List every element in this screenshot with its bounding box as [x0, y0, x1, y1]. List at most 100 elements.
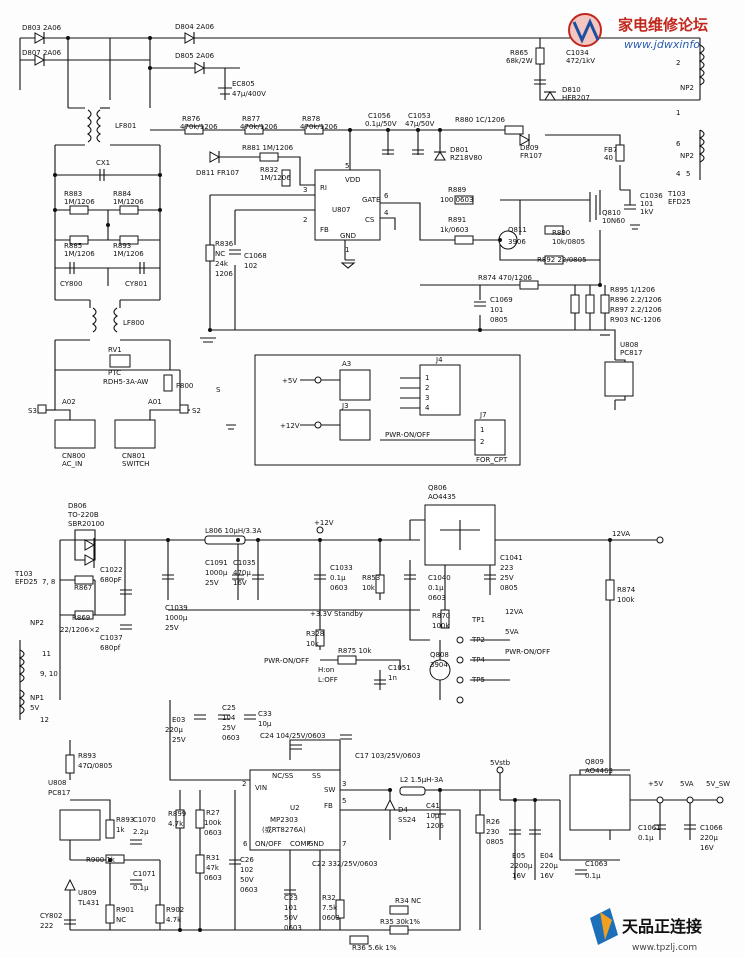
label-bottom-cy802-0: CY802 [40, 912, 62, 920]
label-bottom-u2-onoff: ON/OFF [255, 840, 282, 848]
label-conn-j4_pins-2: 3 [425, 394, 429, 402]
label-bottom-r32-2: 0603 [322, 914, 340, 922]
label-bottom-r893b-1: 1k [116, 826, 125, 834]
label-top-u807-cs: CS [365, 216, 375, 224]
label-top-r895: R895 1/1206 [610, 286, 656, 294]
label-bottom-r32-1: 7.5k [322, 904, 338, 912]
label-top-r903: R903 NC-1206 [610, 316, 661, 324]
label-top-u807-ri: RI [320, 184, 327, 192]
label-bottom-e03-0: E03 [172, 716, 185, 724]
label-bottom-u2-p2: 2 [242, 780, 246, 788]
label-bottom-t103-0: T103 [14, 570, 33, 578]
label-bottom-d4-1: SS24 [398, 816, 416, 824]
label-top-c1036-1: 101 [640, 200, 653, 208]
label-bottom-q808-1: 3904 [430, 661, 448, 669]
label-top-c1069-2: 0805 [490, 316, 508, 324]
label-bottom-u2-gnd: GND [308, 840, 324, 848]
label-top-lf800: LF800 [123, 319, 144, 327]
label-bottom-r26-1: 230 [486, 828, 499, 836]
label-top-r876-1: 470k/1206 [180, 123, 218, 131]
label-top-rv1-1: PTC [108, 369, 121, 377]
label-top-u807-vdd: VDD [345, 176, 361, 184]
label-bottom-u809-1: TL431 [77, 899, 100, 907]
brand-url: www.tpzlj.com [632, 943, 697, 953]
label-bottom-c1040-1: 0.1μ [428, 584, 444, 592]
label-top-cy800: CY800 [60, 280, 82, 288]
label-top-d801-0: D801 [450, 146, 469, 154]
label-bottom-u808-0: U808 [48, 779, 66, 787]
label-bottom-r902-0: R902 [166, 906, 184, 914]
label-bottom-c26-3: 0603 [240, 886, 258, 894]
label-top-c1036-2: 1kV [640, 208, 654, 216]
label-bottom-v5: +5V [648, 780, 663, 788]
label-bottom-c41-1: 10μ [426, 812, 440, 820]
label-top-u807-p1: 1 [345, 246, 349, 254]
label-top-r836-2: 24k [215, 260, 229, 268]
label-bottom-c25-3: 0603 [222, 734, 240, 742]
label-bottom-c23-3: 0603 [284, 924, 302, 932]
label-conn-a3_v: +5V [282, 377, 297, 385]
label-bottom-c1066-0: C1066 [700, 824, 723, 832]
label-top-r896: R896 2.2/1206 [610, 296, 662, 304]
label-bottom-u809-0: U809 [78, 889, 96, 897]
label-bottom-pins-2: 12 [40, 716, 49, 724]
label-bottom-loff: L:OFF [318, 676, 338, 684]
label-top-rv1-0: RV1 [108, 346, 122, 354]
label-bottom-r899-1: 4.7k [168, 820, 184, 828]
label-bottom-r328-0: R328 [306, 630, 324, 638]
label-bottom-r874-1: 100k [617, 596, 635, 604]
label-bottom-tp-1: TP2 [471, 636, 485, 644]
label-bottom-u2-p6: 6 [243, 840, 248, 848]
label-top-d809-0: D809 [520, 144, 539, 152]
label-bottom-c25-0: C25 [222, 704, 236, 712]
label-bottom-c1039-0: C1039 [165, 604, 188, 612]
label-bottom-cy802-1: 222 [40, 922, 53, 930]
label-top-r889-0: R889 [448, 186, 466, 194]
label-bottom-c1039-1: 1000μ [165, 614, 188, 622]
junction-dots [53, 36, 612, 932]
label-top-ec805-0: EC805 [232, 80, 255, 88]
label-top-np2: NP2 [680, 84, 694, 92]
label-bottom-tp-0: TP1 [471, 616, 485, 624]
label-top-f800: F800 [176, 382, 193, 390]
label-conn-j3_v: +12V [280, 422, 300, 430]
forum-url: www.jdwxinfo [624, 38, 700, 51]
label-top-r836-1: NC [215, 250, 225, 258]
label-bottom-pins-0: 11 [42, 650, 51, 658]
label-bottom-c23-0: C23 [284, 894, 298, 902]
label-bottom-pwr: PWR-ON/OFF [264, 657, 309, 665]
label-top-d811: D811 FR107 [196, 169, 239, 177]
label-bottom-c1041-2: 25V [500, 574, 514, 582]
label-bottom-r36: R36 5.6k 1% [352, 944, 397, 952]
label-bottom-e03-2: 25V [172, 736, 186, 744]
label-bottom-e04-2: 16V [540, 872, 554, 880]
label-top-rv1-2: RDH5-3A-AW [103, 378, 148, 386]
label-top-r883-0: R883 [64, 190, 82, 198]
label-bottom-c1022-0: C1022 [100, 566, 123, 574]
top-grounds [200, 224, 640, 430]
label-bottom-r893-1: 47Ω/0805 [78, 762, 112, 770]
label-bottom-r870-0: R870 [432, 612, 450, 620]
label-bottom-c33-1: 10μ [258, 720, 272, 728]
label-conn-pcb: FOR_CPT [476, 456, 508, 464]
label-conn-j7_pins-1: 2 [480, 438, 484, 446]
label-top-pins-0: 2 [676, 59, 680, 67]
label-bottom-r867: R867 [74, 584, 92, 592]
label-top-c1069-1: 101 [490, 306, 503, 314]
label-top-r832-0: R832 [260, 166, 278, 174]
label-bottom-tp-3: TP5 [471, 676, 485, 684]
label-bottom-c1061-0: C1061 [638, 824, 661, 832]
bottom-wires [19, 519, 720, 931]
top-resistors [69, 47, 625, 392]
forum-watermark: 家电维修论坛 www.jdwxinfo [568, 13, 708, 51]
label-bottom-c26-2: 50V [240, 876, 254, 884]
label-bottom-c1071-1: 0.1μ [133, 884, 149, 892]
ac-connectors [37, 354, 189, 449]
label-top-u807-p5: 5 [345, 162, 349, 170]
label-bottom-r853-0: R853 [362, 574, 380, 582]
label-top-fb7-1: 40 [604, 154, 613, 162]
label-top-d810-0: D810 [562, 86, 581, 94]
label-top-cn801-1: SWITCH [122, 460, 149, 468]
label-bottom-np2: NP2 [30, 619, 44, 627]
label-bottom-c1091-2: 25V [205, 579, 219, 587]
